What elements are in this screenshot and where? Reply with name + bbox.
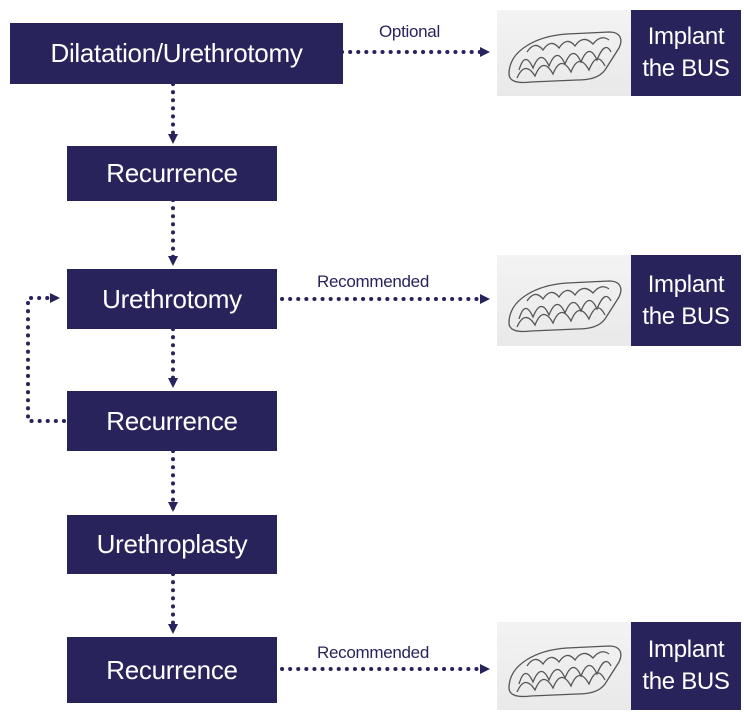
recurrence-box-3: Recurrence [67,637,277,703]
recurrence-box-2: Recurrence [67,391,277,451]
urethroplasty-box: Urethroplasty [67,515,277,574]
stent-image-2 [497,255,631,346]
implant-line2: the BUS [642,55,730,82]
recommended-label-2: Recommended [317,643,429,662]
urethrotomy-box: Urethrotomy [67,269,277,329]
stent-image-3 [497,622,631,710]
implant-bus-panel-2: Implant the BUS [631,255,741,346]
implant-line1: Implant [647,270,725,298]
implant-line2: the BUS [642,302,730,330]
arrow-loop-back [26,293,66,423]
implant-bus-panel-1: Implant the BUS [631,10,741,96]
dilatation-urethrotomy-box: Dilatation/Urethrotomy [10,23,343,84]
stent-icon [508,31,622,84]
stent-icon [508,645,622,698]
recurrence-label-2: Recurrence [106,405,238,436]
recommended-label-1: Recommended [317,272,429,291]
recurrence-label-3: Recurrence [106,654,238,685]
stent-icon [508,280,622,333]
urethroplasty-label: Urethroplasty [96,529,248,559]
recurrence-box-1: Recurrence [67,146,277,201]
implant-line1: Implant [647,23,725,50]
urethrotomy-label: Urethrotomy [102,283,242,314]
implant-bus-panel-3: Implant the BUS [631,622,741,710]
recurrence-label-1: Recurrence [106,158,238,188]
implant-line1: Implant [647,636,725,663]
stent-image-1 [497,10,631,96]
implant-line2: the BUS [642,668,730,695]
dilatation-urethrotomy-label: Dilatation/Urethrotomy [50,38,303,68]
optional-label: Optional [379,22,440,41]
